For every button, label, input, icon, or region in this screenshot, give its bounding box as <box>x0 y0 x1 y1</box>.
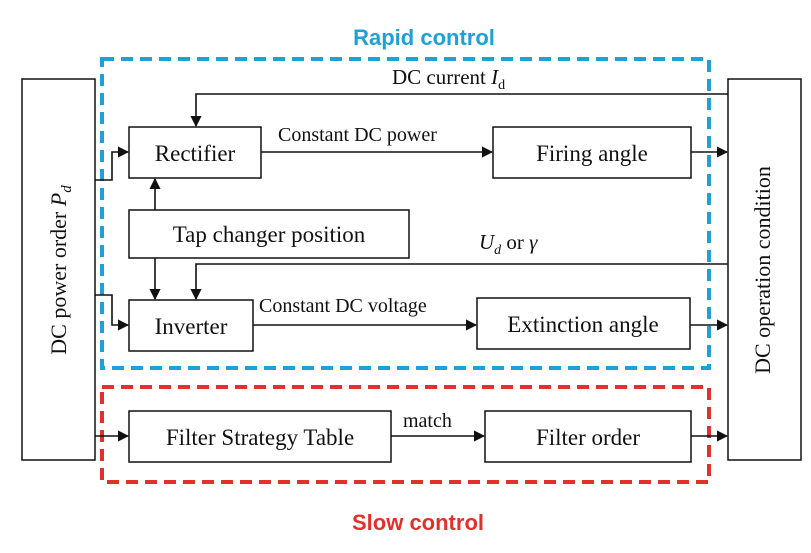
tap-changer-label: Tap changer position <box>173 222 366 247</box>
dc-operation-condition-column <box>727 78 802 461</box>
filter-strategy-block <box>128 410 392 463</box>
inverter-block <box>128 299 254 352</box>
slow-control-title: Slow control <box>352 510 484 535</box>
ud-or-gamma-label: Ud or γ <box>479 230 538 258</box>
power-order-to-inverter-arrow <box>95 294 130 331</box>
rectifier-label: Rectifier <box>155 141 236 166</box>
filter-order-label: Filter order <box>536 425 640 450</box>
power-order-to-rectifier-arrow <box>95 146 130 181</box>
extinction-angle-block <box>476 297 691 350</box>
constant-dc-voltage-label: Constant DC voltage <box>259 295 427 317</box>
rapid-control-frame <box>100 57 711 370</box>
rapid-control-title: Rapid control <box>353 25 495 50</box>
filter-order-block <box>484 410 692 463</box>
slow-control-frame <box>100 385 711 484</box>
dc-operation-condition-label: DC operation condition <box>750 166 775 374</box>
match-label: match <box>403 410 452 432</box>
constant-dc-power-label: Constant DC power <box>278 124 437 146</box>
dc-power-order-label: DC power order Pd <box>46 185 75 355</box>
dc-current-feedback-arrow <box>190 93 728 128</box>
firing-angle-label: Firing angle <box>536 141 648 166</box>
dc-current-label: DC current Id <box>392 65 505 93</box>
tap-changer-block <box>128 209 410 259</box>
inverter-label: Inverter <box>155 314 228 339</box>
dc-power-order-column <box>21 78 96 461</box>
ud-gamma-feedback-arrow <box>190 263 728 301</box>
extinction-angle-label: Extinction angle <box>507 312 658 337</box>
filter-strategy-label: Filter Strategy Table <box>166 425 354 450</box>
